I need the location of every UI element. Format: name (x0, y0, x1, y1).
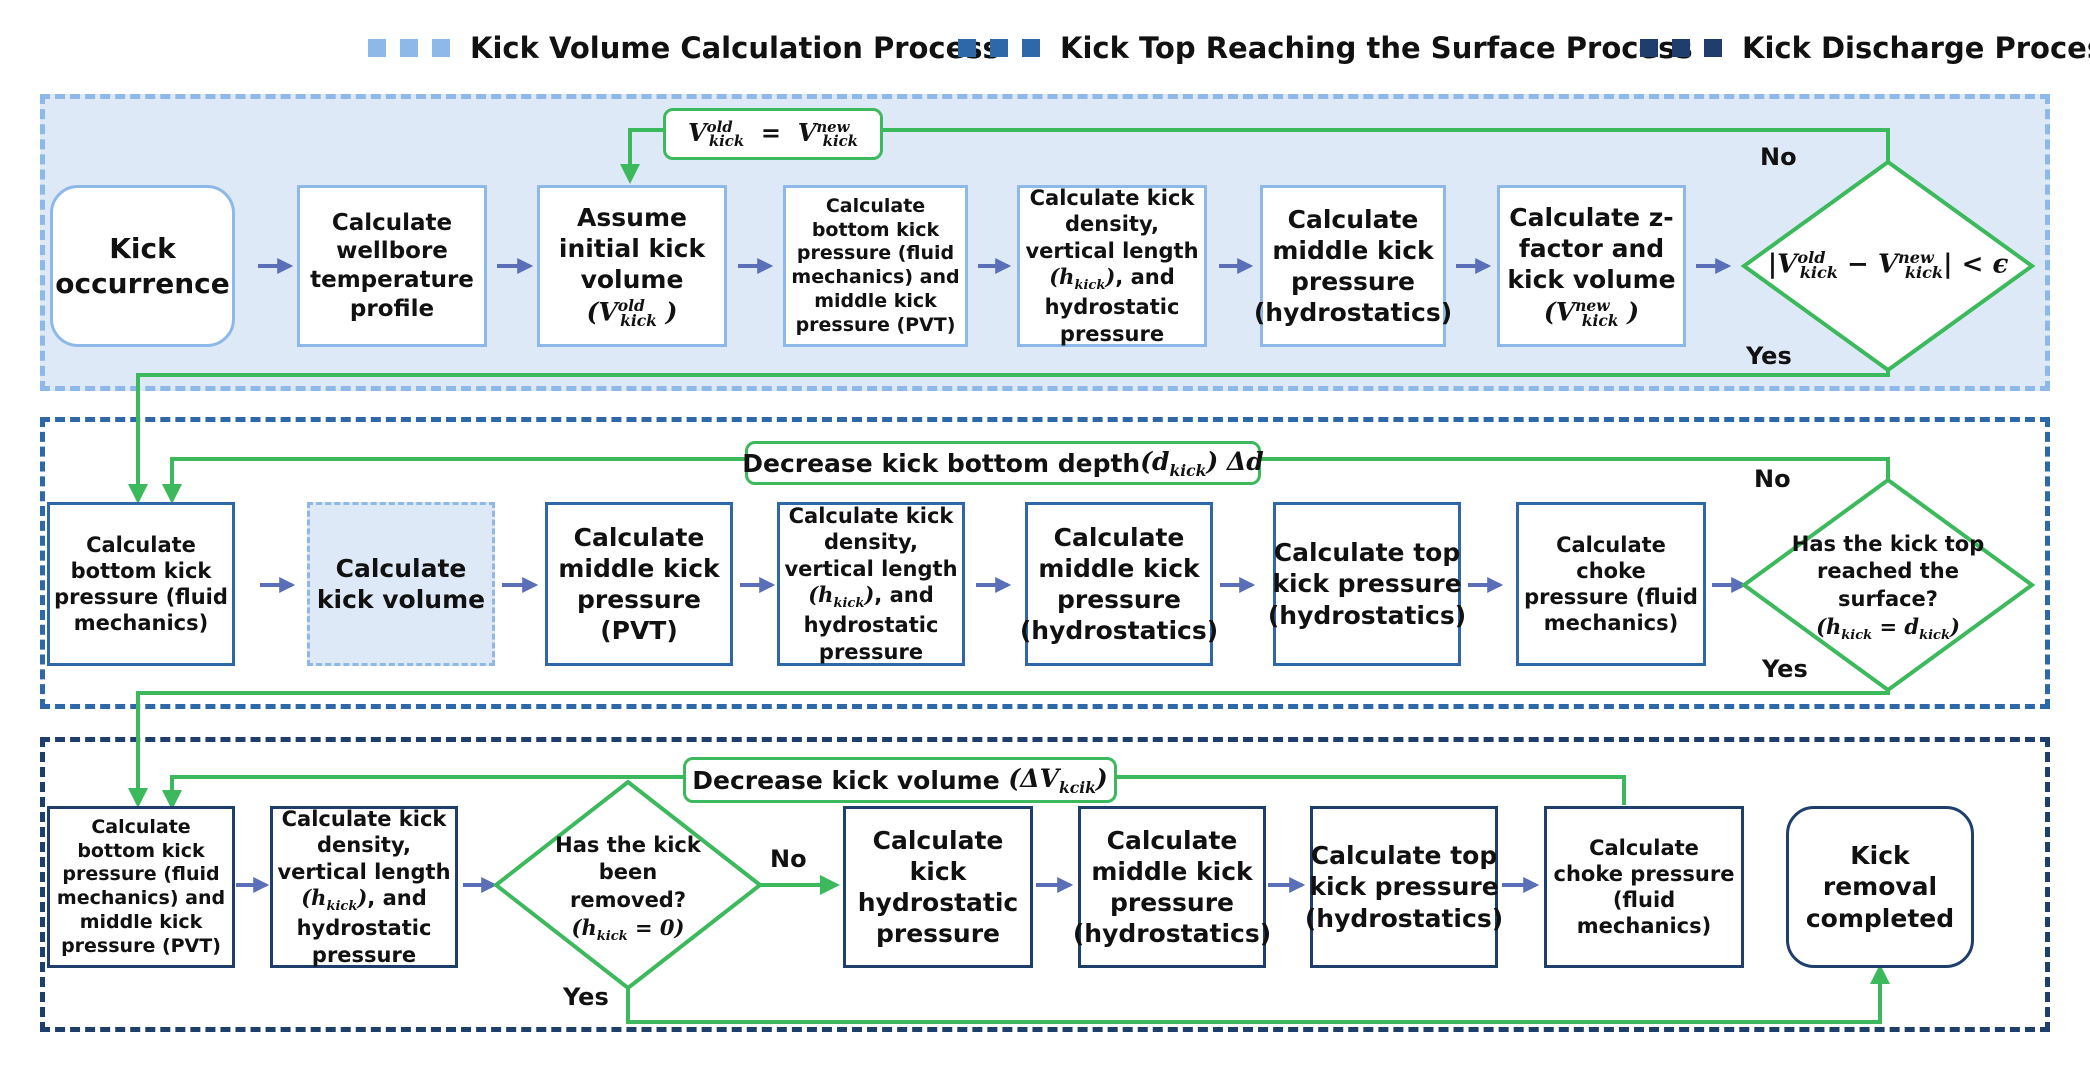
assume-kick-volume-symbol: (Voldkick ) (586, 295, 678, 330)
legend-swatch (432, 39, 450, 57)
s3-kick-density-text-post: , and hydrostatic pressure (296, 885, 432, 967)
legend-swatch (1022, 39, 1040, 57)
legend-swatch (400, 39, 418, 57)
s2-kick-density-box: Calculate kick density, vertical length … (777, 502, 965, 666)
decision-top-reached-label: Has the kick top reached the surface? (h… (1790, 532, 1986, 643)
bottom-kick-pressure-label: Calculate bottom kick pressure (fluid me… (791, 194, 960, 336)
s3-kick-density-box: Calculate kick density, vertical length … (270, 806, 458, 968)
kick-occurrence-label: Kick occurrence (55, 232, 230, 300)
wellbore-temperature-label: Calculate wellbore temperature profile (310, 209, 474, 322)
hkick-symbol: (hkick) (1049, 263, 1116, 294)
legend-label: Kick Discharge Process (1742, 31, 2090, 65)
s3-kick-density-text-pre: Calculate kick density, vertical length (277, 807, 451, 884)
legend-swatch (990, 39, 1008, 57)
legend-item-volume-calc: Kick Volume Calculation Process (368, 28, 1000, 68)
s2-choke-pressure-box: Calculate choke pressure (fluid mechanic… (1516, 502, 1706, 666)
middle-kick-pressure-label: Calculate middle kick pressure (hydrosta… (1253, 204, 1453, 328)
s2-kick-density-text-pre: Calculate kick density, vertical length (784, 504, 958, 581)
kick-density-box: Calculate kick density, vertical length … (1017, 185, 1207, 347)
s2-middle-hydro-box: Calculate middle kick pressure (hydrosta… (1020, 502, 1218, 666)
yes-path-s1 (128, 370, 1890, 504)
legend-swatch (958, 39, 976, 57)
decision2-no-label: No (1754, 465, 1791, 493)
decrease-depth-label: Decrease kick bottom depth (742, 448, 1141, 478)
s2-kick-density-text-post: , and hydrostatic pressure (803, 582, 939, 664)
legend-swatch (1672, 39, 1690, 57)
s3-kick-density-label: Calculate kick density, vertical length … (277, 806, 451, 968)
s2-top-pressure-label: Calculate top kick pressure (hydrostatic… (1267, 538, 1467, 630)
volume-update-equation: Voldkick = Vnewkick (688, 117, 858, 151)
decision3-yes-label: Yes (563, 983, 609, 1011)
kick-density-text-pre: Calculate kick density, vertical length (1025, 186, 1199, 263)
s3-middle-hydro-label: Calculate middle kick pressure (hydrosta… (1072, 825, 1272, 949)
top-reached-condition: (hkick = dkick) (1816, 613, 1960, 644)
kick-occurrence-box: Kick occurrence (50, 185, 235, 347)
s2-kick-volume-label: Calculate kick volume (316, 553, 486, 614)
decision1-yes-label: Yes (1746, 342, 1792, 370)
s3-hydrostatic-label: Calculate kick hydrostatic pressure (857, 825, 1019, 949)
s2-hkick-symbol: (hkick) (808, 581, 875, 612)
s2-kick-density-label: Calculate kick density, vertical length … (784, 503, 958, 665)
assume-kick-volume-box: Assume initial kick volume (Voldkick ) (537, 185, 727, 347)
wellbore-temperature-box: Calculate wellbore temperature profile (297, 185, 487, 347)
s2-top-pressure-box: Calculate top kick pressure (hydrostatic… (1268, 502, 1466, 666)
decision3-no-label: No (770, 845, 807, 873)
yes-path-s3 (626, 964, 1890, 1024)
s3-hkick-symbol: (hkick) (301, 884, 368, 915)
s2-choke-pressure-label: Calculate choke pressure (fluid mechanic… (1524, 532, 1698, 636)
loop-no-s1 (620, 128, 1890, 184)
yes-path-s2 (128, 690, 1890, 808)
kick-removal-completed-box: Kick removal completed (1786, 806, 1974, 968)
s2-bottom-kick-pressure-label: Calculate bottom kick pressure (fluid me… (54, 532, 228, 636)
s3-choke-pressure-label: Calculate choke pressure (fluid mechanic… (1553, 835, 1735, 939)
decision2-yes-label: Yes (1762, 655, 1808, 683)
s2-middle-pvt-label: Calculate middle kick pressure (PVT) (558, 522, 720, 646)
decrease-volume-label: Decrease kick volume (692, 765, 1000, 795)
bottom-kick-pressure-box: Calculate bottom kick pressure (fluid me… (783, 185, 968, 347)
kick-removed-question: Has the kick been removed? (555, 833, 701, 912)
legend-swatch (368, 39, 386, 57)
depth-symbol: (dkick) Δd (1140, 446, 1264, 480)
s2-middle-hydro-label: Calculate middle kick pressure (hydrosta… (1019, 522, 1219, 646)
legend-swatch (1704, 39, 1722, 57)
legend-label: Kick Top Reaching the Surface Process (1060, 31, 1693, 65)
kick-density-label: Calculate kick density, vertical length … (1024, 185, 1200, 347)
kick-removal-completed-label: Kick removal completed (1805, 841, 1955, 933)
zfactor-symbol: (Vnewkick ) (1543, 295, 1640, 330)
s3-choke-pressure-box: Calculate choke pressure (fluid mechanic… (1544, 806, 1744, 968)
top-reached-question: Has the kick top reached the surface? (1791, 532, 1985, 611)
decision-convergence-label: |Voldkick − Vnewkick| < ϵ (1764, 236, 2012, 296)
s2-kick-volume-box: Calculate kick volume (307, 502, 495, 666)
s3-hydrostatic-box: Calculate kick hydrostatic pressure (843, 806, 1033, 968)
s3-top-pressure-label: Calculate top kick pressure (hydrostatic… (1304, 841, 1504, 933)
convergence-condition: |Voldkick − Vnewkick| < ϵ (1767, 247, 2009, 283)
loop-label-volume-update: Voldkick = Vnewkick (663, 108, 883, 160)
s3-bottom-kick-pressure-box: Calculate bottom kick pressure (fluid me… (47, 806, 235, 968)
assume-kick-volume-label: Assume initial kick volume (558, 202, 706, 295)
s3-bottom-kick-pressure-label: Calculate bottom kick pressure (fluid me… (56, 815, 226, 957)
s3-middle-hydro-box: Calculate middle kick pressure (hydrosta… (1073, 806, 1271, 968)
kick-removed-condition: (hkick = 0) (571, 914, 685, 945)
loop-label-decrease-depth: Decrease kick bottom depth(dkick) Δd (742, 441, 1264, 485)
s2-bottom-kick-pressure-box: Calculate bottom kick pressure (fluid me… (47, 502, 235, 666)
volume-delta-symbol: (ΔVkcik) (1008, 763, 1108, 797)
loop-label-decrease-volume: Decrease kick volume (ΔVkcik) (683, 757, 1117, 803)
s2-middle-pvt-box: Calculate middle kick pressure (PVT) (545, 502, 733, 666)
zfactor-kick-volume-box: Calculate z-factor and kick volume (Vnew… (1497, 185, 1686, 347)
legend-item-discharge: Kick Discharge Process (1640, 28, 2090, 68)
legend-item-top-reaching: Kick Top Reaching the Surface Process (958, 28, 1693, 68)
zfactor-kick-volume-label: Calculate z-factor and kick volume (1507, 202, 1676, 295)
legend-swatch (1640, 39, 1658, 57)
kick-density-text-post: , and hydrostatic pressure (1044, 264, 1180, 346)
decision1-no-label: No (1760, 143, 1797, 171)
decision-kick-removed-label: Has the kick been removed? (hkick = 0) (548, 830, 708, 948)
middle-kick-pressure-box: Calculate middle kick pressure (hydrosta… (1254, 185, 1452, 347)
legend-label: Kick Volume Calculation Process (470, 31, 1000, 65)
s3-top-pressure-box: Calculate top kick pressure (hydrostatic… (1305, 806, 1503, 968)
